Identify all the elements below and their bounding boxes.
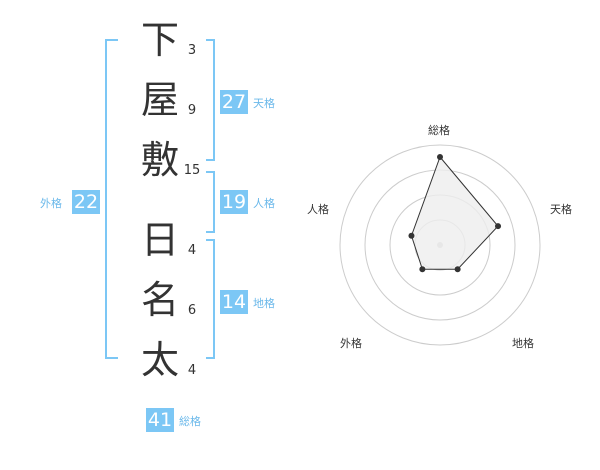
given-char-2: 名 [140, 278, 179, 322]
radar-point-4 [408, 232, 415, 239]
surname-stroke-1: 3 [187, 43, 197, 58]
radar-polygon [410, 156, 499, 270]
surname-char-2: 屋 [140, 78, 179, 122]
radar-point-3 [419, 266, 426, 273]
chikaku-label: 地格 [253, 297, 275, 310]
given-stroke-2: 6 [187, 303, 197, 318]
tenkaku-badge: 27 [220, 90, 248, 114]
given-stroke-3: 4 [187, 363, 197, 378]
tenkaku-bracket [206, 39, 215, 161]
gaikaku-label: 外格 [40, 197, 62, 210]
chikaku-bracket [206, 239, 215, 359]
tenkaku-label: 天格 [253, 97, 275, 110]
surname-stroke-2: 9 [187, 103, 197, 118]
radar-point-0 [437, 154, 443, 160]
radar-label-jinkaku: 人格 [307, 203, 329, 216]
given-stroke-1: 4 [187, 243, 197, 258]
jinkaku-bracket [206, 171, 215, 233]
soukaku-label: 総格 [179, 415, 201, 428]
radar-point-2 [454, 266, 461, 273]
radar-label-chikaku: 地格 [512, 337, 534, 350]
given-char-3: 太 [140, 338, 179, 382]
radar-point-1 [495, 223, 502, 230]
chikaku-badge: 14 [220, 290, 248, 314]
radar-label-soukaku: 総格 [428, 124, 450, 137]
given-char-1: 日 [140, 218, 179, 262]
gaikaku-bracket [105, 39, 118, 359]
soukaku-badge: 41 [146, 408, 174, 432]
radar-ring [339, 144, 541, 346]
surname-char-3: 敷 [140, 138, 179, 182]
surname-char-1: 下 [140, 18, 179, 62]
gaikaku-badge: 22 [72, 190, 100, 214]
surname-stroke-3: 15 [183, 163, 201, 178]
jinkaku-badge: 19 [220, 190, 248, 214]
radar-label-tenkaku: 天格 [550, 203, 572, 216]
jinkaku-label: 人格 [253, 197, 275, 210]
radar-label-gaikaku: 外格 [340, 337, 362, 350]
